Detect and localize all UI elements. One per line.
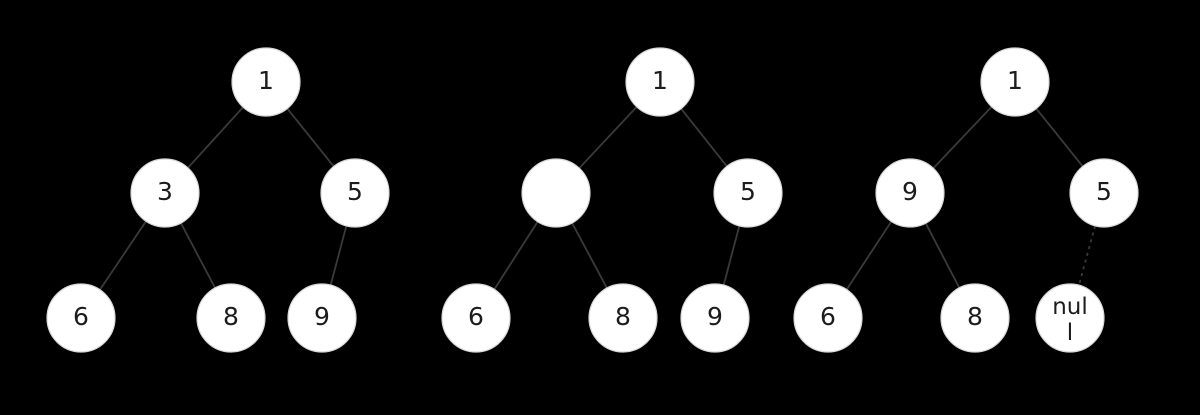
tree-edge: [845, 220, 893, 291]
tree-node-circle[interactable]: [1069, 158, 1139, 228]
tree-node[interactable]: 9: [680, 283, 750, 353]
tree-node[interactable]: 8: [588, 283, 658, 353]
tree-node[interactable]: 8: [196, 283, 266, 353]
tree-node-circle[interactable]: [625, 47, 695, 117]
tree-node[interactable]: 1: [625, 47, 695, 117]
tree-edge: [99, 220, 147, 291]
tree-node[interactable]: [521, 158, 591, 228]
tree-node[interactable]: 8: [940, 283, 1010, 353]
tree-edge: [722, 225, 741, 286]
tree-node[interactable]: 5: [713, 158, 783, 228]
tree-node-circle[interactable]: [287, 283, 357, 353]
tree-node-circle[interactable]: [680, 283, 750, 353]
tree-node[interactable]: 5: [1069, 158, 1139, 228]
tree-node-circle[interactable]: [980, 47, 1050, 117]
tree-edge: [180, 222, 216, 289]
tree-node[interactable]: 3: [130, 158, 200, 228]
tree-2-edges: [493, 106, 741, 290]
tree-node[interactable]: 5: [320, 158, 390, 228]
tree-node-circle[interactable]: [130, 158, 200, 228]
tree-3-edges: [845, 106, 1096, 291]
tree-node[interactable]: 1: [231, 47, 301, 117]
tree-edge: [924, 222, 961, 289]
tree-edge: [286, 107, 335, 168]
tree-node-circle[interactable]: [441, 283, 511, 353]
tree-node-circle[interactable]: [320, 158, 390, 228]
tree-node[interactable]: 6: [441, 283, 511, 353]
tree-node-circle[interactable]: [793, 283, 863, 353]
tree-node[interactable]: 6: [793, 283, 863, 353]
tree-node-circle[interactable]: [1035, 283, 1105, 353]
tree-edge: [1035, 107, 1084, 168]
tree-node-circle[interactable]: [46, 283, 116, 353]
tree-edge: [932, 106, 993, 169]
tree-node-circle[interactable]: [521, 158, 591, 228]
tree-node-circle[interactable]: [875, 158, 945, 228]
tree-node-circle[interactable]: [940, 283, 1010, 353]
tree-edge: [571, 222, 608, 289]
tree-node-circle[interactable]: [713, 158, 783, 228]
tree-edge: [493, 221, 539, 290]
tree-node[interactable]: 6: [46, 283, 116, 353]
tree-edge: [680, 108, 728, 167]
tree-node-circle[interactable]: [196, 283, 266, 353]
tree-node-circle[interactable]: [231, 47, 301, 117]
tree-node[interactable]: 9: [875, 158, 945, 228]
tree-node[interactable]: 1: [980, 47, 1050, 117]
tree-edge: [329, 225, 348, 286]
tree-edge: [187, 106, 244, 169]
tree-edge: [1078, 225, 1096, 286]
tree-1-edges: [99, 106, 348, 291]
tree-edge: [578, 106, 638, 169]
tree-node[interactable]: 9: [287, 283, 357, 353]
tree-node-circle[interactable]: [588, 283, 658, 353]
